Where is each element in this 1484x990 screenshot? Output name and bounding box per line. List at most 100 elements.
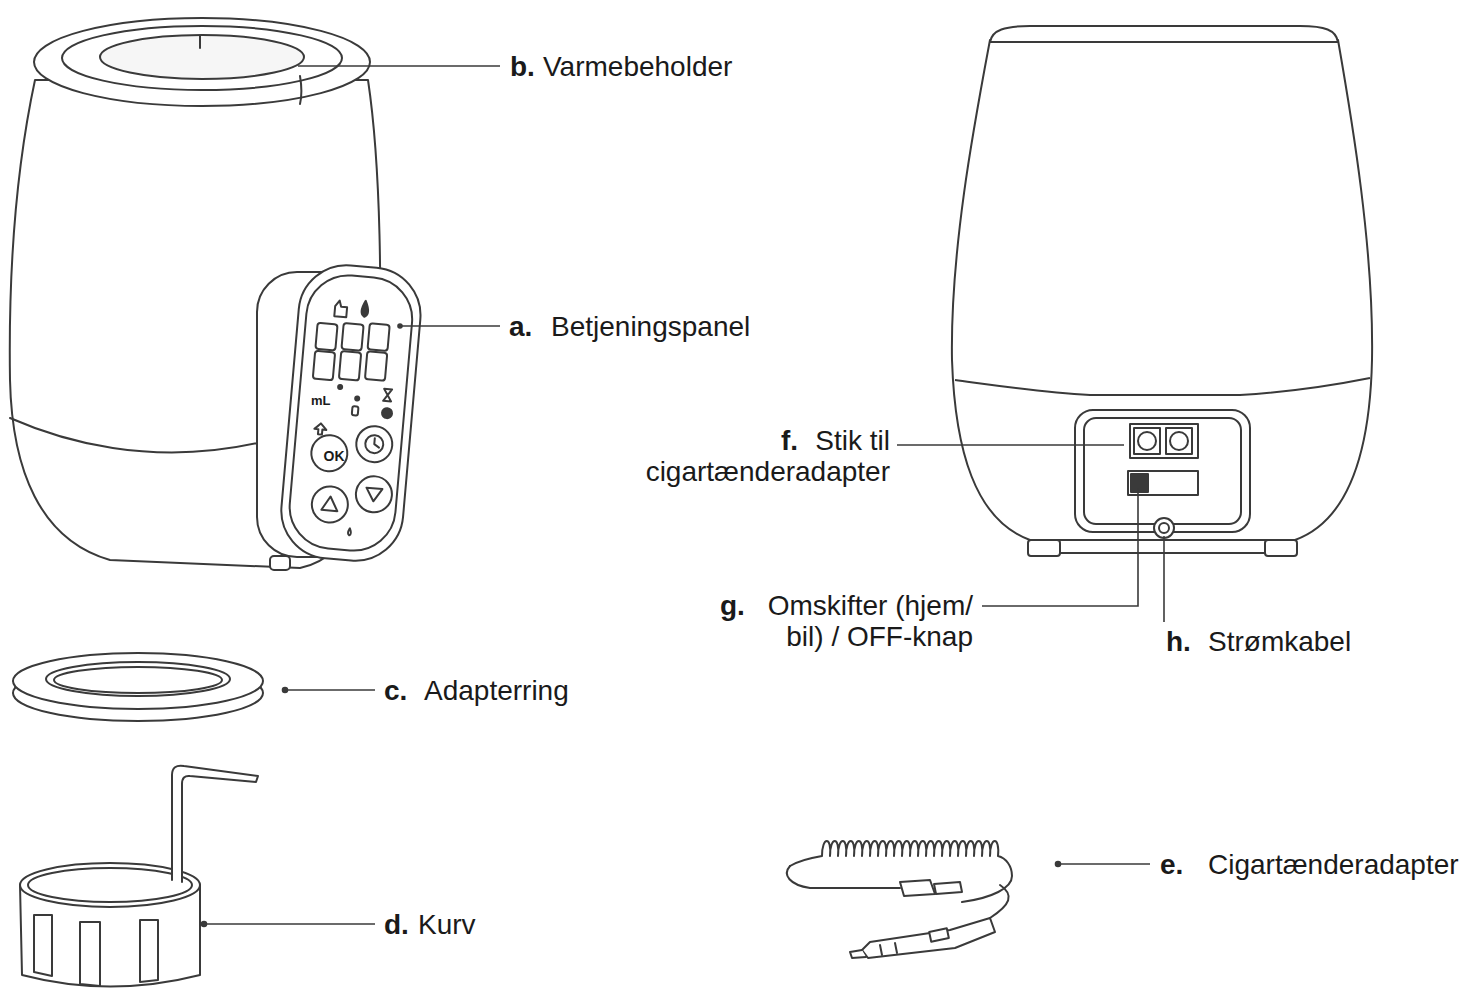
rim-outer: [34, 18, 370, 106]
panel-face: [277, 261, 424, 565]
digit-segment: [315, 323, 337, 351]
hourglass-icon: [383, 389, 392, 402]
part-name: Varmebeholder: [543, 51, 732, 82]
warmer-body: [952, 40, 1372, 540]
down-arrow: [365, 488, 382, 502]
indicator-dot: [355, 396, 359, 400]
foot: [270, 556, 290, 570]
leader-line: [897, 444, 1124, 446]
water-icon: [348, 528, 352, 535]
part-letter: a.: [509, 311, 532, 342]
top-cap: [990, 26, 1338, 42]
heating-well: [100, 35, 304, 79]
part-letter: d.: [384, 909, 409, 940]
digit-segment: [368, 323, 390, 351]
plug-button: [929, 928, 949, 942]
digit-segment: [339, 351, 361, 381]
part-name: Adapterring: [424, 675, 569, 706]
leader-dot: [398, 324, 402, 328]
panel-text: mL: [311, 393, 331, 409]
leader-line: [982, 488, 1138, 606]
leader-line: [285, 689, 375, 691]
front-view: [10, 18, 425, 570]
body-band: [955, 378, 1370, 395]
clock-icon: [365, 434, 385, 454]
ring-hole-inner: [54, 667, 222, 693]
clock-hands: [374, 438, 380, 447]
adapter-ring: [13, 653, 263, 721]
thumb-icon: [334, 300, 347, 317]
basket: [20, 766, 258, 987]
well-mark: [199, 36, 201, 48]
connector: [900, 880, 935, 896]
down-button: [354, 475, 393, 514]
socket-pin: [1170, 432, 1188, 450]
coiled-cable: [790, 841, 1012, 902]
ring-hole: [46, 662, 230, 696]
rear-panel: [1075, 410, 1250, 532]
body-band: [10, 418, 262, 452]
leader-dot: [202, 922, 207, 927]
part-letter: b.: [510, 51, 535, 82]
basket-slot: [140, 920, 158, 982]
rear-panel-inner: [1084, 418, 1241, 524]
leader-line: [204, 923, 375, 925]
part-letter: e.: [1160, 849, 1183, 880]
part-letter: f.: [781, 425, 798, 456]
socket-pin: [1166, 428, 1192, 454]
clock-button: [355, 425, 394, 464]
leader-lines: [202, 66, 1165, 927]
part-name: Stik til cigartænderadapter: [620, 425, 890, 487]
part-name: Cigartænderadapter: [1208, 849, 1459, 880]
leader-line: [400, 325, 500, 327]
cable: [787, 866, 900, 888]
plug-tip: [850, 950, 866, 958]
socket-pin: [1134, 428, 1160, 454]
button-text: OK: [320, 448, 348, 464]
plug-contact: [880, 943, 897, 955]
part-name: Betjeningspanel: [551, 311, 750, 342]
leader-line: [1163, 536, 1165, 622]
part-name: Kurv: [418, 909, 476, 940]
basket-slot: [34, 915, 52, 976]
basket-slot: [80, 922, 100, 986]
ring-top: [13, 653, 263, 709]
leader-dot: [283, 688, 288, 693]
switch-knob: [1131, 474, 1148, 492]
leader-line: [1058, 863, 1150, 865]
basket-rim-inner: [28, 868, 192, 902]
leader-dot: [1056, 862, 1061, 867]
part-letter: h.: [1166, 626, 1191, 657]
leader-line: [298, 65, 500, 67]
socket-pin: [1138, 432, 1156, 450]
foot: [1265, 540, 1297, 556]
part-name: Omskifter (hjem/ bil) / OFF-knap: [738, 590, 973, 652]
foot: [1028, 540, 1060, 556]
up-arrow: [321, 496, 338, 511]
digit-segment: [341, 323, 363, 351]
basket-handle: [172, 766, 258, 882]
back-view: [952, 26, 1372, 556]
car-adapter: [787, 841, 1012, 958]
socket: [1130, 424, 1198, 458]
drop-icon: [361, 301, 368, 317]
up-button: [310, 485, 349, 524]
bottle-icon: [352, 406, 359, 415]
digit-segment: [365, 351, 387, 381]
ok-button: [310, 434, 349, 473]
part-name: Strømkabel: [1208, 626, 1351, 657]
panel-inner: [286, 272, 415, 554]
cable-grommet: [1154, 518, 1174, 538]
cable: [990, 885, 1009, 918]
cable: [1159, 523, 1169, 533]
connector-tip: [934, 882, 962, 894]
part-letter: g.: [720, 590, 745, 621]
snow-icon: [382, 408, 393, 419]
part-letter: c.: [384, 675, 407, 706]
rim-seam: [300, 76, 302, 104]
cigar-plug: [862, 918, 995, 958]
panel-front: [277, 261, 424, 565]
home-icon: [314, 423, 327, 435]
